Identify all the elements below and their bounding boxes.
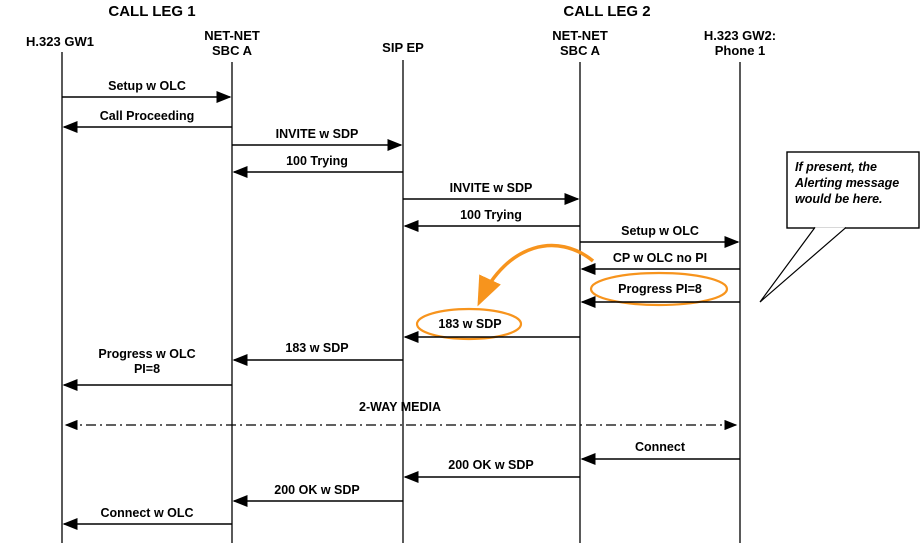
- message-invite-w-sdp-2: INVITE w SDP: [403, 181, 580, 205]
- message-connect-w-olc: Connect w OLC: [62, 506, 232, 530]
- participant-h323-gw2-phone1: H.323 GW2: Phone 1: [704, 28, 776, 58]
- media-flow: 2-WAY MEDIA: [64, 400, 738, 431]
- message-100-trying-1: 100 Trying: [232, 154, 403, 178]
- callout-text-line1: If present, the: [795, 160, 877, 174]
- participant-label: SBC A: [560, 43, 601, 58]
- message-label: 183 w SDP: [438, 317, 501, 331]
- message-label: Call Proceeding: [100, 109, 194, 123]
- message-label: Connect w OLC: [100, 506, 193, 520]
- message-setup-w-olc-leg1: Setup w OLC: [62, 79, 232, 103]
- participant-label: SBC A: [212, 43, 253, 58]
- highlight-ellipse-progress-pi8: [589, 271, 729, 307]
- participant-sip-ep: SIP EP: [382, 40, 424, 55]
- call-leg-1-title: CALL LEG 1: [108, 3, 195, 20]
- message-label: Setup w OLC: [108, 79, 186, 93]
- message-100-trying-2: 100 Trying: [403, 208, 580, 232]
- participant-label: H.323 GW1: [26, 34, 94, 49]
- message-label: CP w OLC no PI: [613, 251, 707, 265]
- message-label: 200 OK w SDP: [448, 458, 533, 472]
- message-200-ok-w-sdp-2: 200 OK w SDP: [232, 483, 403, 507]
- participant-label: H.323 GW2:: [704, 28, 776, 43]
- message-label: 100 Trying: [286, 154, 348, 168]
- participant-label: SIP EP: [382, 40, 424, 55]
- participant-label: NET-NET: [204, 28, 260, 43]
- message-progress-pi8: Progress PI=8: [580, 271, 740, 308]
- participant-label: NET-NET: [552, 28, 608, 43]
- message-label: 100 Trying: [460, 208, 522, 222]
- message-label: INVITE w SDP: [276, 127, 359, 141]
- message-cp-w-olc-no-pi: CP w OLC no PI: [580, 251, 740, 275]
- message-progress-w-olc-pi8: Progress w OLC PI=8: [62, 347, 232, 391]
- message-label: Connect: [635, 440, 686, 454]
- highlight-arrow: [477, 243, 595, 307]
- participant-label: Phone 1: [715, 43, 766, 58]
- participant-netnet-sbc-a-leg1: NET-NET SBC A: [204, 28, 260, 58]
- callout-box: [786, 151, 920, 229]
- participant-netnet-sbc-a-leg2: NET-NET SBC A: [552, 28, 608, 58]
- message-call-proceeding: Call Proceeding: [62, 109, 232, 133]
- message-setup-w-olc-leg2: Setup w OLC: [580, 224, 740, 248]
- message-label: Setup w OLC: [621, 224, 699, 238]
- callout-text-line2: Alerting message: [794, 176, 899, 190]
- callout-text-line3: would be here.: [795, 192, 883, 206]
- callout-alerting-note: If present, the Alerting message would b…: [759, 151, 920, 303]
- message-183-w-sdp-2: 183 w SDP: [232, 341, 403, 366]
- message-label: INVITE w SDP: [450, 181, 533, 195]
- message-200-ok-w-sdp-1: 200 OK w SDP: [403, 458, 580, 483]
- message-183-w-sdp-1: 183 w SDP: [403, 307, 580, 343]
- message-label-line1: Progress w OLC: [98, 347, 195, 361]
- message-label-line2: PI=8: [134, 362, 160, 376]
- message-label: 200 OK w SDP: [274, 483, 359, 497]
- message-connect: Connect: [580, 440, 740, 465]
- message-label: Progress PI=8: [618, 282, 702, 296]
- call-leg-2-title: CALL LEG 2: [563, 3, 650, 20]
- participant-h323-gw1: H.323 GW1: [26, 34, 94, 49]
- media-flow-label: 2-WAY MEDIA: [359, 400, 441, 414]
- highlight-ellipse-183-w-sdp: [415, 307, 523, 341]
- message-label: 183 w SDP: [285, 341, 348, 355]
- message-invite-w-sdp-1: INVITE w SDP: [232, 127, 403, 151]
- callout-tail: [759, 226, 847, 303]
